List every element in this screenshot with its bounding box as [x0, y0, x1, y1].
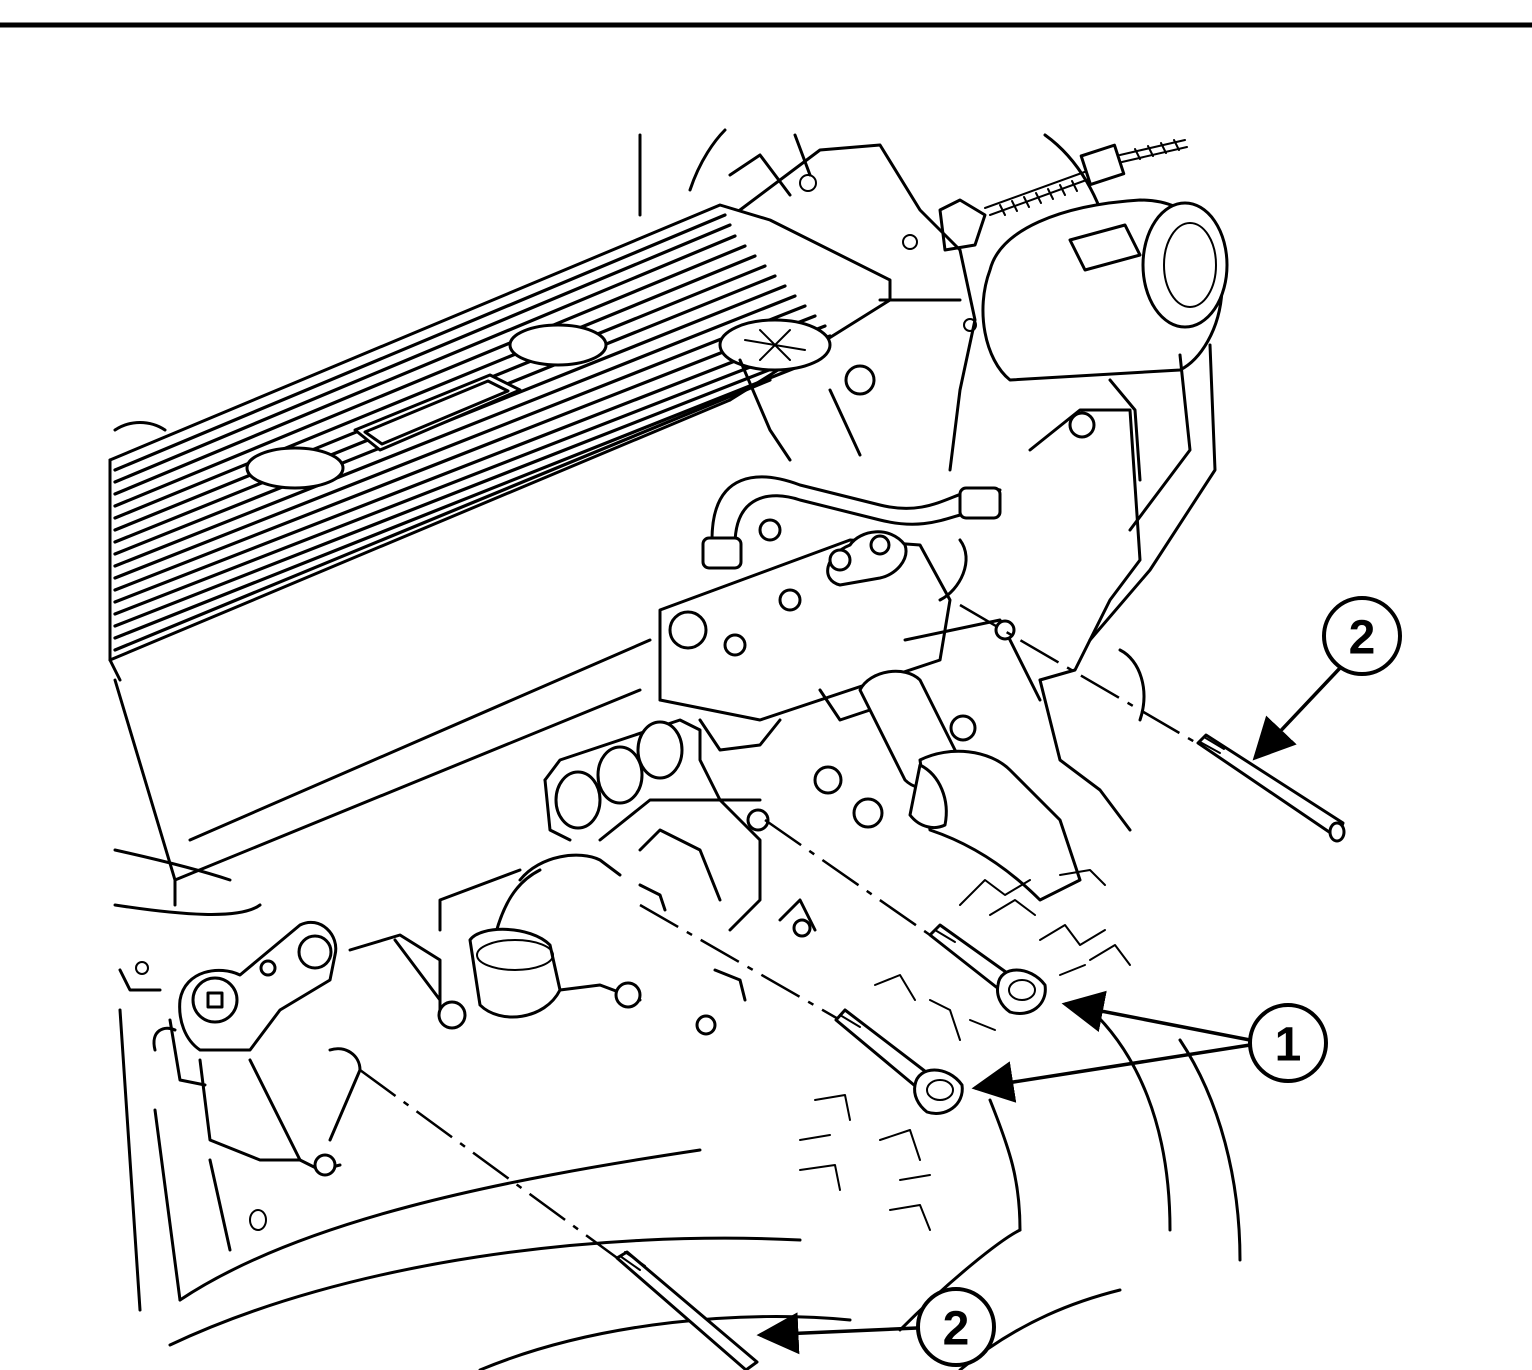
adjusting-rod	[938, 139, 1188, 252]
valve-cover-fins	[113, 213, 832, 652]
alternator	[981, 198, 1229, 642]
leader-arrow-1-upper	[1061, 990, 1251, 1042]
valve-cover	[108, 203, 892, 682]
mounting-bracket	[1028, 408, 1146, 832]
callout-2-lower: 2	[756, 1287, 996, 1367]
textured-surface	[799, 869, 1131, 1231]
leader-arrow-2-lower	[756, 1312, 918, 1355]
engine-block-outline	[113, 128, 1242, 1370]
stud-lower	[615, 1250, 759, 1370]
capscrew-lower	[834, 1008, 964, 1115]
assembly-centerlines	[359, 603, 1201, 1262]
capscrew-upper	[928, 923, 1047, 1015]
manifold	[543, 718, 843, 932]
valve-cover-nut-front	[245, 446, 345, 490]
coolant-hose-lower	[852, 749, 1082, 902]
stud-upper	[1196, 733, 1346, 843]
front-housing	[728, 143, 977, 472]
bypass-tube	[701, 475, 1002, 570]
valve-cover-nut-rear	[508, 323, 608, 367]
leader-arrow-1-lower	[971, 1043, 1251, 1103]
callout-2-upper-label: 2	[1349, 612, 1376, 665]
water-outlet-elbow	[438, 853, 817, 1036]
leader-arrow-2-upper	[1252, 666, 1342, 761]
callout-2-lower-label: 2	[943, 1303, 970, 1356]
callout-2-upper: 2	[1252, 596, 1402, 761]
front-lifting-bracket	[118, 920, 467, 1231]
callout-1: 1	[971, 990, 1328, 1103]
callout-1-label: 1	[1275, 1019, 1302, 1072]
